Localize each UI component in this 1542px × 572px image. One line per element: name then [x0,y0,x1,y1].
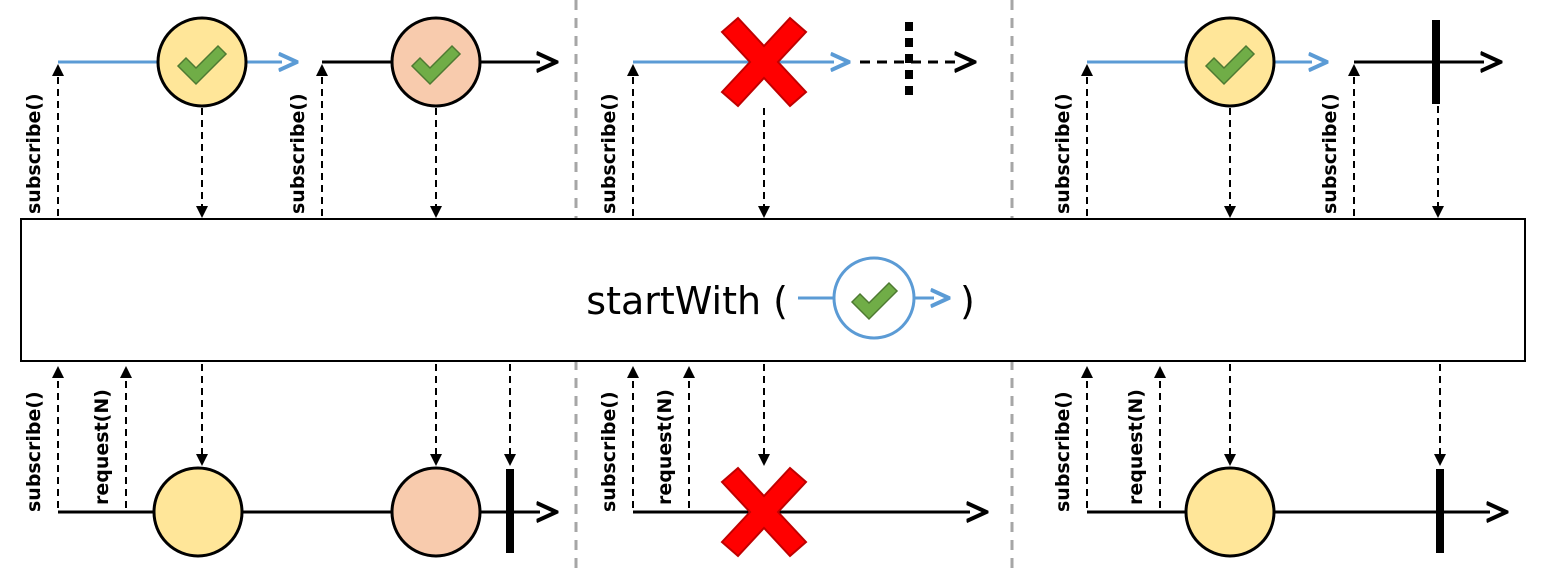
check-icon [176,44,228,86]
subscribe-label: subscribe() [598,391,620,512]
subscribe-label: subscribe() [1052,93,1074,214]
operator-arg-marble [832,256,916,340]
subscribe-label: subscribe() [598,93,620,214]
complete-marker [506,469,514,553]
marble-downstream-value [152,466,244,558]
marble-downstream-value [390,466,482,558]
subscribe-label: subscribe() [23,391,45,512]
marble-startwith-value [156,16,248,108]
error-icon [720,16,808,108]
subscribe-label: subscribe() [287,93,309,214]
complete-marker [1436,469,1444,553]
request-label: request(N) [654,389,676,505]
subscribe-label: subscribe() [1319,93,1341,214]
subscribe-label: subscribe() [1052,391,1074,512]
error-icon [720,466,808,558]
check-icon [1204,44,1256,86]
request-label: request(N) [1125,389,1147,505]
operator-label-prefix: startWith ( [586,279,788,323]
subscribe-label: subscribe() [23,93,45,214]
operator-box: startWith ( ) [20,218,1526,362]
marble-downstream-value [1184,466,1276,558]
marble-upstream-value [390,16,482,108]
panel-startwith-error: subscribe() subscribe() request(N) [598,16,970,558]
panel-value-then-complete: subscribe() subscribe() subscribe() requ… [23,16,540,558]
check-icon [850,281,899,321]
complete-marker [1432,20,1440,104]
operator-label-suffix: ) [960,279,975,323]
panel-startwith-value-then-complete: subscribe() subscribe() subscribe() requ… [1052,16,1490,558]
marble-startwith-value [1184,16,1276,108]
check-icon [410,44,462,86]
request-label: request(N) [91,389,113,505]
